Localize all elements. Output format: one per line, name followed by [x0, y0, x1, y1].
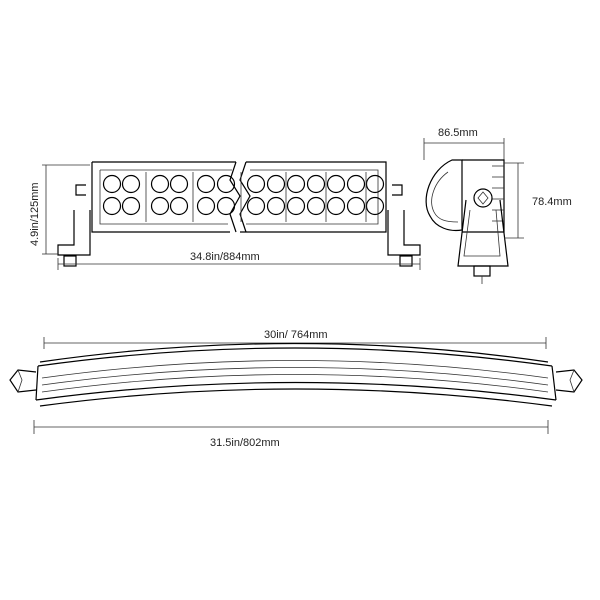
led-icon [169, 174, 189, 194]
led-grid [102, 172, 385, 222]
curved-length-label: 31.5in/802mm [210, 437, 280, 449]
side-view: 86.5mm 78.4mm [423, 127, 572, 284]
curved-top-edge [39, 342, 549, 363]
curved-left-bracket [9, 369, 37, 393]
side-height-label: 78.4mm [532, 196, 572, 208]
side-lens-inner [431, 171, 459, 223]
led-icon [196, 174, 216, 194]
side-width-label: 86.5mm [438, 127, 478, 139]
left-bracket [57, 210, 91, 256]
mount-bolt-icon [473, 188, 493, 208]
curved-right-bracket [555, 369, 583, 393]
led-icon [266, 196, 286, 216]
led-icon [150, 174, 170, 194]
left-end-cap [75, 184, 86, 196]
led-icon [102, 174, 122, 194]
side-housing [462, 159, 505, 233]
curved-bottom-edge [39, 388, 553, 407]
led-icon [286, 174, 306, 194]
curved-right-bracket-inner [569, 369, 575, 393]
led-icon [365, 174, 385, 194]
bolt-hex-icon [477, 191, 489, 205]
led-icon [196, 196, 216, 216]
break-mark-right [239, 161, 251, 233]
led-icon [346, 174, 366, 194]
led-icon [216, 196, 236, 216]
led-icon [169, 196, 189, 216]
curved-view: 30in/ 764mm 31.5in/802mm [9, 329, 583, 449]
led-icon [246, 196, 266, 216]
curved-lens-line-3 [41, 374, 549, 393]
led-icon [246, 174, 266, 194]
curved-lens-line-2 [41, 367, 549, 386]
break-mark-left [229, 161, 241, 233]
side-mount-inner [463, 209, 501, 257]
curved-chord-label: 30in/ 764mm [264, 329, 328, 341]
cooling-fins [492, 165, 504, 222]
led-icon [306, 174, 326, 194]
side-bolt-icon [473, 265, 491, 277]
housing-right-inner [246, 169, 379, 225]
curved-ends [35, 365, 557, 401]
led-icon [216, 174, 236, 194]
housing-right [240, 161, 387, 233]
right-end-cap [392, 184, 403, 196]
housing-left [91, 161, 236, 233]
housing-left-inner [99, 169, 232, 225]
curved-lens-bottom [35, 381, 557, 401]
led-icon [326, 174, 346, 194]
right-bolt-icon [399, 255, 413, 267]
led-icon [306, 196, 326, 216]
led-icon [121, 196, 141, 216]
led-icon [346, 196, 366, 216]
led-icon [102, 196, 122, 216]
led-icon [121, 174, 141, 194]
led-icon [286, 196, 306, 216]
front-width-label: 34.8in/884mm [190, 251, 260, 263]
curved-lens-line-1 [41, 360, 549, 379]
front-view: 4.9in/125mm 34.8in/884mm [29, 161, 421, 270]
curved-top-edge-2 [37, 347, 553, 367]
right-bracket [387, 210, 421, 256]
led-icon [266, 174, 286, 194]
left-bolt-icon [63, 255, 77, 267]
front-height-label: 4.9in/125mm [29, 182, 41, 246]
led-icon [326, 196, 346, 216]
led-icon [365, 196, 385, 216]
led-icon [150, 196, 170, 216]
curved-left-bracket-inner [17, 369, 23, 393]
side-lens [425, 159, 463, 232]
